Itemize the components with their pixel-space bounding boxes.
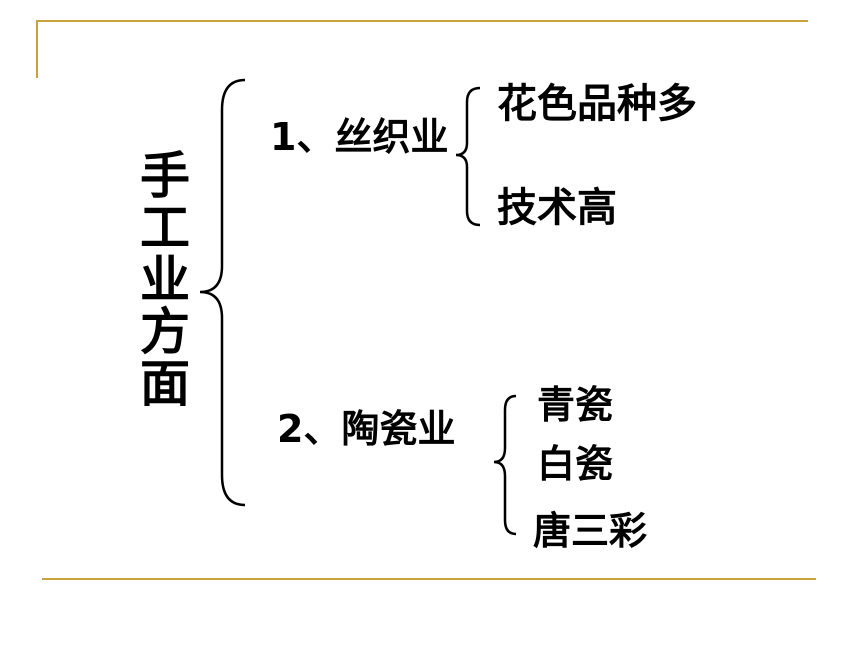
root-char: 业 xyxy=(140,251,190,309)
bottom-rule xyxy=(42,578,816,580)
root-char: 方 xyxy=(140,303,190,361)
ceramics-item: 唐三彩 xyxy=(533,509,648,553)
silk-item: 花色品种多 xyxy=(497,81,697,127)
silk-brace xyxy=(455,86,481,227)
branch-label-ceramics: 2、陶瓷业 xyxy=(277,407,456,451)
branch-label-silk: 1、丝织业 xyxy=(270,115,449,159)
root-char: 手 xyxy=(140,147,190,205)
top-rule xyxy=(36,20,808,22)
ceramics-item: 白瓷 xyxy=(537,442,614,486)
main-brace xyxy=(199,78,246,507)
root-title: 手 工 业 方 面 xyxy=(137,150,193,410)
ceramics-item: 青瓷 xyxy=(537,383,614,427)
left-rule xyxy=(36,20,38,78)
ceramics-brace xyxy=(493,394,517,536)
silk-item: 技术高 xyxy=(497,185,617,231)
root-char: 面 xyxy=(140,355,190,413)
root-char: 工 xyxy=(140,199,190,257)
